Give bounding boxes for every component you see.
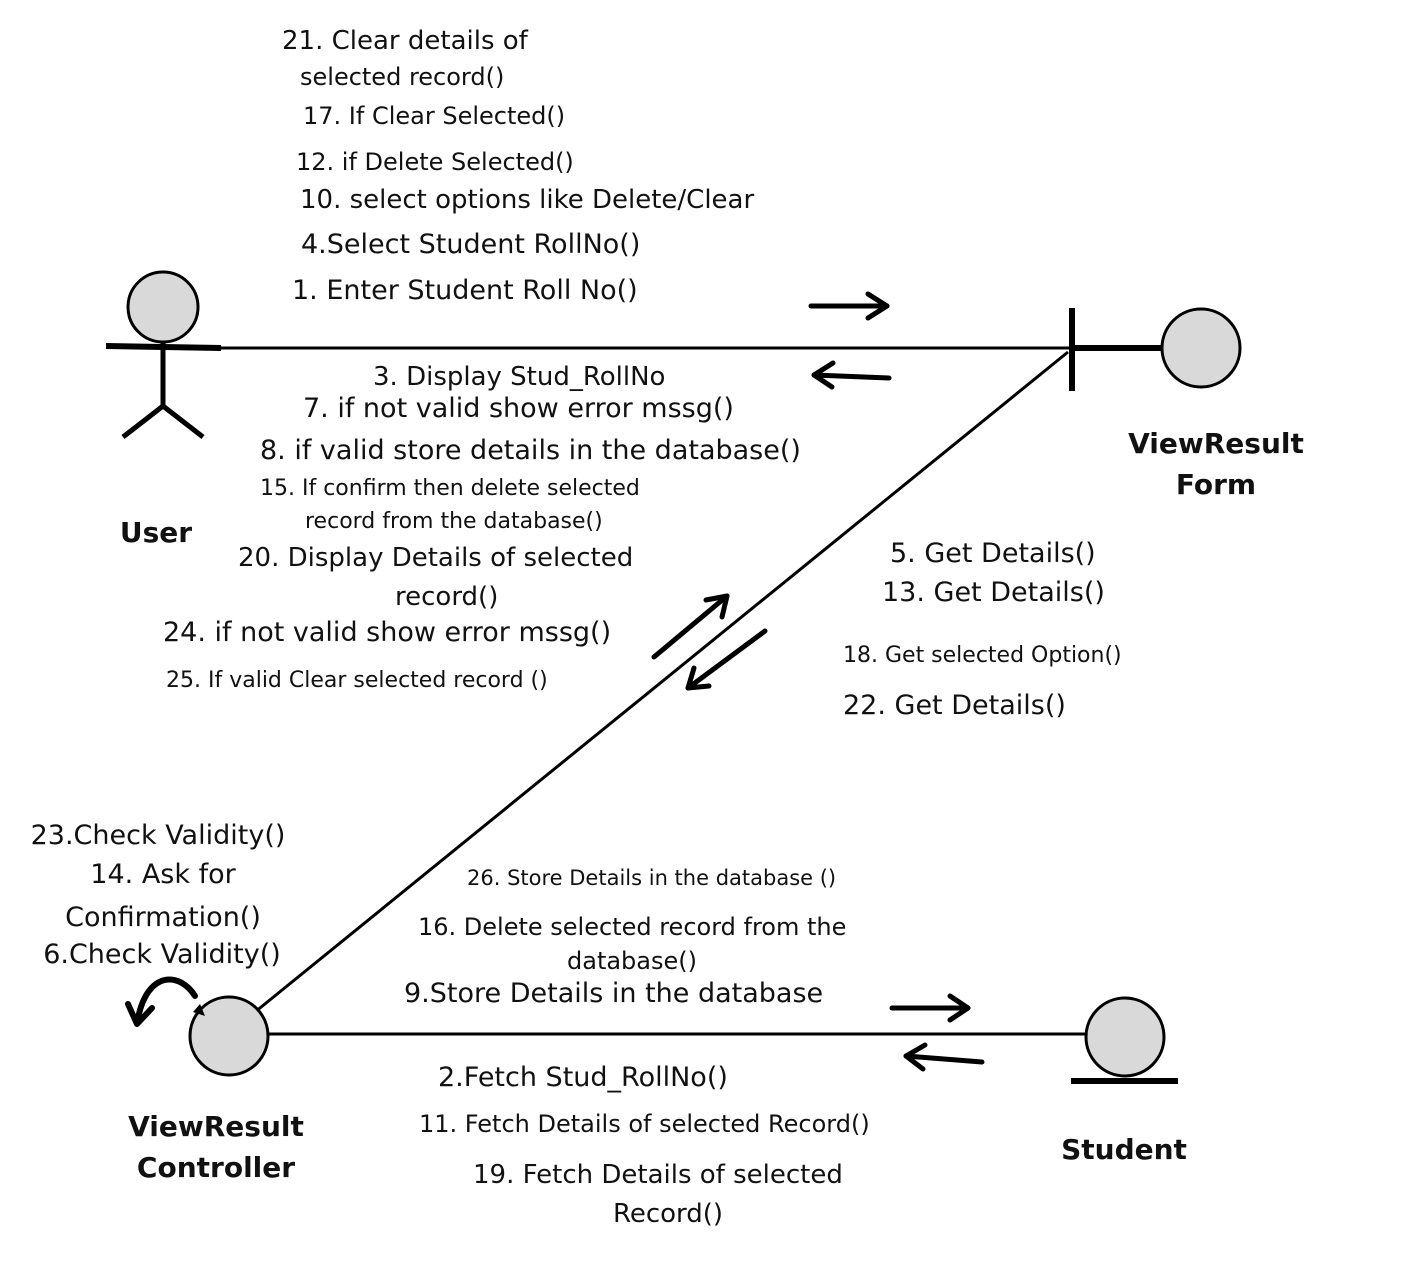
message-label: 21. Clear details of [282,26,528,56]
message-label: 13. Get Details() [882,577,1105,608]
message-label: 20. Display Details of selected [238,543,634,573]
control-icon [188,995,270,1077]
arrow-right-icon [808,291,890,321]
student-name: Student [1061,1133,1187,1166]
controller-name-line: Controller [136,1150,296,1184]
boundary-icon [1069,307,1242,391]
message-label: 4.Select Student RollNo() [301,229,641,260]
message-label: 6.Check Validity() [43,939,281,970]
message-label: 22. Get Details() [843,690,1066,721]
message-label: Record() [612,1199,724,1229]
message-label: 26. Store Details in the database () [467,866,837,890]
message-label: 17. If Clear Selected() [303,102,566,130]
controller-label: ViewResult Controller [106,1107,326,1188]
user-name: User [119,516,193,549]
message-label: 19. Fetch Details of selected [473,1160,843,1190]
user-label: User [96,513,216,554]
message-label: selected record() [300,63,505,91]
message-label: 9.Store Details in the database [404,978,824,1009]
message-label: 1. Enter Student Roll No() [292,275,638,306]
message-label: 7. if not valid show error mssg() [303,393,734,424]
arrow-left-icon [811,360,892,390]
message-label: 10. select options like Delete/Clear [300,185,755,215]
student-label: Student [1034,1130,1214,1171]
message-label: 18. Get selected Option() [843,643,1122,668]
message-label: database() [567,947,697,975]
message-label: 25. If valid Clear selected record () [166,668,548,693]
controller-name-line: ViewResult [128,1110,304,1143]
form-name-line: ViewResult [1128,427,1304,460]
user-actor-icon [105,270,222,439]
message-label: 14. Ask for [90,859,236,890]
arrow-left-icon [903,1042,985,1072]
message-label: 3. Display Stud_RollNo [373,362,666,392]
message-label: 8. if valid store details in the databas… [260,435,801,466]
message-label: 12. if Delete Selected() [296,148,574,176]
form-label: ViewResult Form [1106,424,1326,505]
message-label: 16. Delete selected record from the [418,913,847,941]
message-label: Confirmation() [65,902,261,933]
self-loop-arrow-icon [125,976,198,1027]
entity-icon [1071,996,1178,1084]
message-label: 15. If confirm then delete selected [260,476,640,501]
message-label: 23.Check Validity() [30,820,286,851]
message-label: record() [395,582,499,612]
form-name-line: Form [1175,467,1257,501]
message-label: 24. if not valid show error mssg() [163,617,612,648]
message-label: 11. Fetch Details of selected Record() [419,1110,870,1138]
link-form-controller [254,350,1069,1014]
message-label: record from the database() [305,509,603,534]
message-label: 5. Get Details() [890,538,1096,569]
arrow-down-left-icon [685,628,768,691]
message-label: 2.Fetch Stud_RollNo() [438,1062,728,1093]
arrow-right-icon [889,993,971,1023]
arrow-up-right-icon [651,593,730,660]
